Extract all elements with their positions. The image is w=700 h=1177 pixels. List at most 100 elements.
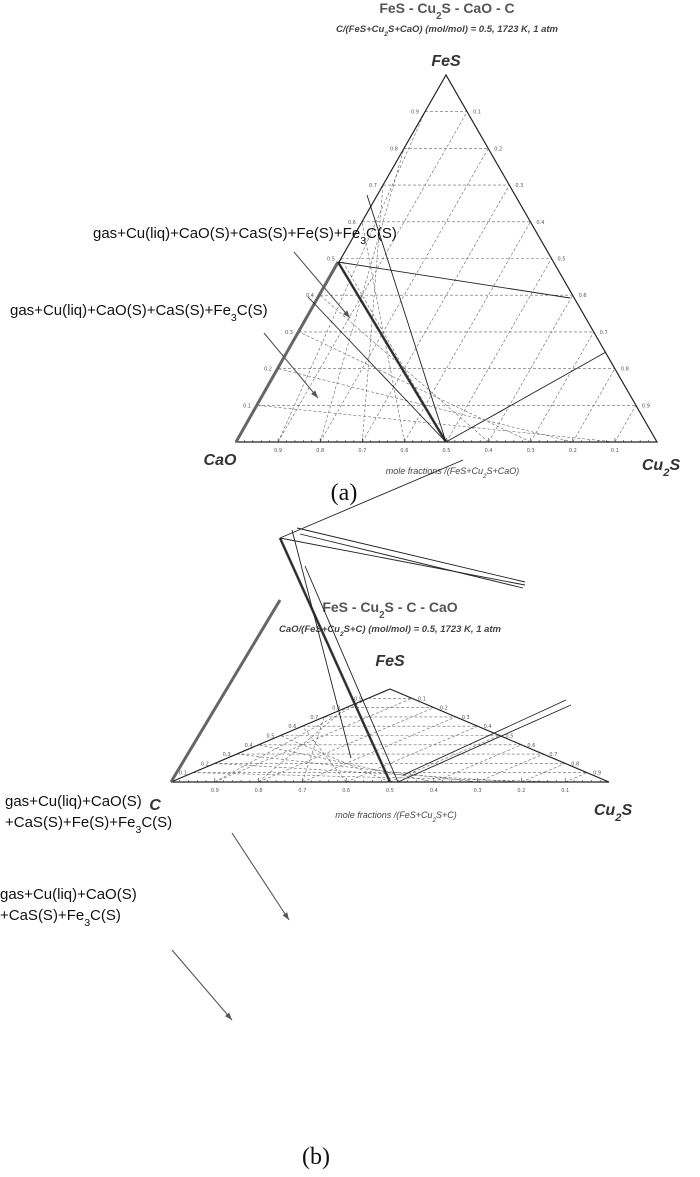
text-run: +CaS(S)+Fe	[0, 907, 84, 924]
figure-caption: (a)	[331, 480, 358, 506]
grid-line	[302, 716, 325, 783]
text-run: S+C)	[436, 810, 457, 820]
triangle-frame	[170, 688, 610, 783]
vertex-label-right: Cu2S	[642, 457, 681, 479]
bottom-tick-label: 0.5	[386, 788, 394, 794]
bottom-tick-label: 0.8	[316, 448, 324, 454]
vertex-label-right: Cu2S	[594, 802, 633, 824]
right-tick-label: 0.9	[593, 771, 601, 777]
grid-line	[433, 744, 522, 783]
phase-boundary-line	[402, 699, 567, 776]
text-run: C(S)	[141, 814, 172, 831]
phase-boundary-line	[169, 599, 282, 783]
text-run: S+CaO)	[487, 466, 520, 476]
left-tick-label: 0.1	[179, 771, 187, 777]
left-tick-label: 0.7	[369, 183, 377, 189]
edge-ticks	[179, 778, 601, 782]
text-run: Cu	[642, 457, 664, 474]
left-tick-label: 0.1	[243, 403, 251, 409]
text-run: S	[621, 802, 632, 819]
grid-line	[277, 111, 468, 443]
right-tick-label: 0.1	[473, 110, 481, 116]
text-run: C(S)	[237, 302, 268, 319]
annotation-arrow	[293, 251, 351, 319]
text-run: C(S)	[366, 225, 397, 242]
bottom-tick-label: 0.3	[527, 448, 535, 454]
left-tick-label: 0.4	[306, 293, 314, 299]
grid-line	[446, 258, 552, 443]
subscript: 2	[383, 31, 388, 38]
text-run: gas+Cu(liq)+CaO(S)+CaS(S)+Fe(S)+Fe	[93, 225, 360, 242]
phase-boundaries	[169, 459, 572, 783]
vertex-label-left: C	[149, 797, 161, 814]
left-tick-label: 0.8	[390, 146, 398, 152]
arrow-head	[282, 912, 289, 920]
axis-title: mole fractions /(FeS+Cu2S+C)	[335, 810, 457, 824]
grid-line	[572, 368, 616, 443]
subscript: 3	[84, 917, 90, 929]
right-tick-label: 0.5	[506, 734, 514, 740]
annotation-arrow	[171, 949, 233, 1021]
subscript: 2	[662, 467, 670, 479]
text-run: mole fractions /(FeS+Cu	[386, 466, 483, 476]
text-run: CaO/(FeS+Cu	[279, 624, 340, 635]
phase-region-label: +CaS(S)+Fe(S)+Fe3C(S)	[5, 814, 172, 836]
text-run: S - C - CaO	[385, 599, 458, 615]
grid-line	[214, 698, 413, 783]
text-run: C(S)	[90, 907, 121, 924]
vertex-label-top: FeS	[375, 653, 405, 670]
diagram-title: FeS - Cu2S - CaO - C	[379, 0, 514, 22]
phase-region-label: gas+Cu(liq)+CaO(S)+CaS(S)+Fe3C(S)	[10, 302, 268, 324]
text-run: S	[669, 457, 680, 474]
subscript: 2	[432, 817, 437, 824]
text-run: gas+Cu(liq)+CaO(S)	[0, 886, 137, 903]
annotation-arrow	[263, 332, 319, 399]
vertex-label-left: CaO	[204, 452, 237, 469]
bottom-tick-label: 0.3	[474, 788, 482, 794]
right-tick-label: 0.1	[418, 696, 426, 702]
text-run: FeS - Cu	[322, 599, 379, 615]
text-run: Cu	[594, 802, 616, 819]
grid-line	[302, 716, 456, 783]
phase-boundary-line	[337, 261, 571, 299]
grid-line	[614, 405, 637, 443]
diagram-subtitle: CaO/(FeS+Cu2S+C) (mol/mol) = 0.5, 1723 K…	[279, 624, 502, 638]
bottom-tick-label: 0.8	[255, 788, 263, 794]
phase-boundary-line	[299, 533, 524, 589]
subscript: 3	[360, 235, 366, 247]
grid-line	[319, 148, 489, 443]
bottom-tick-label: 0.7	[298, 788, 306, 794]
right-tick-label: 0.9	[642, 403, 650, 409]
grid-line	[362, 185, 384, 443]
left-tick-label: 0.6	[348, 220, 356, 226]
phase-boundary-line	[279, 537, 391, 783]
left-tick-label: 0.3	[223, 752, 231, 758]
grid-line	[477, 753, 544, 783]
left-tick-label: 0.2	[201, 761, 209, 767]
subscript: 2	[379, 610, 385, 621]
left-tick-label: 0.5	[267, 734, 275, 740]
grid-lines	[192, 697, 588, 783]
text-run: FeS - Cu	[379, 0, 436, 16]
grid-line	[214, 763, 522, 783]
left-tick-label: 0.4	[245, 743, 253, 749]
text-run: gas+Cu(liq)+CaO(S)+CaS(S)+Fe	[10, 302, 231, 319]
bottom-tick-label: 0.7	[358, 448, 366, 454]
left-tick-label: 0.9	[411, 110, 419, 116]
right-tick-label: 0.8	[571, 761, 579, 767]
phase-boundary-line	[234, 261, 340, 443]
bottom-tick-label: 0.5	[443, 448, 451, 454]
right-tick-label: 0.5	[558, 257, 566, 263]
bottom-tick-label: 0.9	[211, 788, 219, 794]
annotation-arrow	[231, 832, 290, 921]
phase-boundary-line	[397, 704, 572, 783]
grid-line	[346, 725, 478, 783]
bottom-tick-label: 0.1	[561, 788, 569, 794]
arrow-head	[311, 390, 318, 398]
bottom-tick-label: 0.6	[400, 448, 408, 454]
right-tick-label: 0.4	[484, 724, 492, 730]
subscript: 2	[339, 631, 344, 638]
phase-boundary-line	[279, 537, 526, 586]
